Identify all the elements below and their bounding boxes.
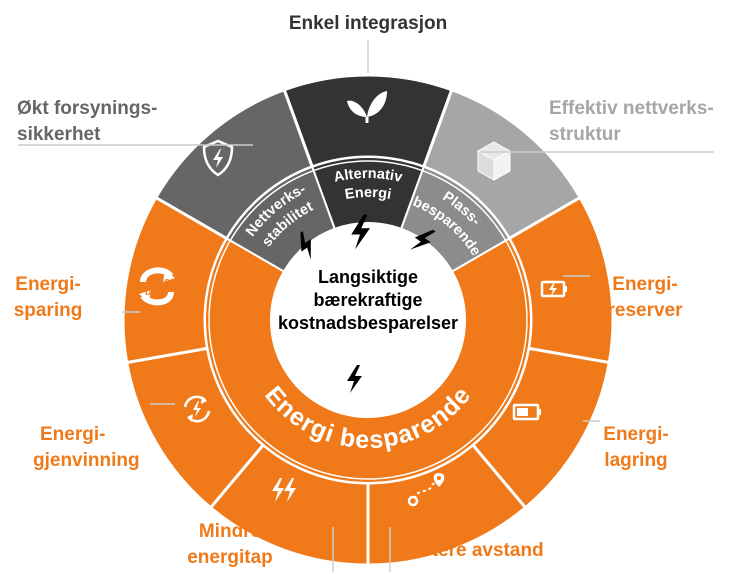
label-avstand-line0: Kortere avstand <box>399 540 544 561</box>
ac-text: AC <box>158 278 170 287</box>
battery-icon <box>512 403 541 421</box>
center-text-line2: kostnadsbesparelser <box>278 313 458 333</box>
double-lightning-icon <box>272 478 296 502</box>
label-nettverksstruktur-line0: Effektiv nettverks- <box>549 98 714 119</box>
label-forsyning-line1: sikkerhet <box>17 124 101 145</box>
leaf-icon <box>347 91 387 123</box>
center-text: Langsiktige bærekraftige kostnadsbesparels… <box>278 267 458 333</box>
label-integrasjon-line0: Enkel integrasjon <box>289 13 447 34</box>
label-nettverksstruktur-line1: struktur <box>549 124 621 145</box>
inner-ring <box>204 156 532 484</box>
battery-charging-icon <box>540 280 567 298</box>
label-energitap-line1: energitap <box>187 547 273 568</box>
label-forsyning-line0: Økt forsynings- <box>17 98 157 119</box>
cube-icon <box>476 141 512 181</box>
label-reserver-line0: Energi- <box>612 274 677 295</box>
center-disc <box>271 223 465 417</box>
dc-text: DC <box>145 288 157 297</box>
inner-label-alternativ-energi-line0: Alternativ <box>332 166 403 186</box>
bolt-left-icon <box>300 231 311 260</box>
leader-lines <box>18 40 714 572</box>
label-energitap-line0: Mindre <box>199 521 261 542</box>
recycle-lightning-icon <box>183 395 211 423</box>
bolt-bottom-icon <box>347 365 362 393</box>
bolt-right-icon <box>410 229 436 250</box>
route-icon <box>407 473 445 507</box>
center-text-line1: bærekraftige <box>313 290 422 310</box>
label-lagring-line1: lagring <box>604 450 667 471</box>
label-sparing-line0: Energi- <box>15 274 80 295</box>
label-gjenvinning-line1: gjenvinning <box>33 450 140 471</box>
label-gjenvinning-line0: Energi- <box>40 424 105 445</box>
shield-lightning-icon <box>202 139 234 177</box>
inner-ring-outline <box>208 160 528 480</box>
center-text-line0: Langsiktige <box>318 267 418 287</box>
bolts <box>300 214 436 393</box>
inner-label-alternativ-energi-line1: Energi <box>344 185 393 203</box>
center-circle <box>271 223 465 417</box>
label-reserver-line1: reserver <box>607 300 683 321</box>
bolt-top-icon <box>351 214 370 250</box>
label-sparing-line1: sparing <box>14 300 83 321</box>
label-lagring-line0: Energi- <box>603 424 668 445</box>
